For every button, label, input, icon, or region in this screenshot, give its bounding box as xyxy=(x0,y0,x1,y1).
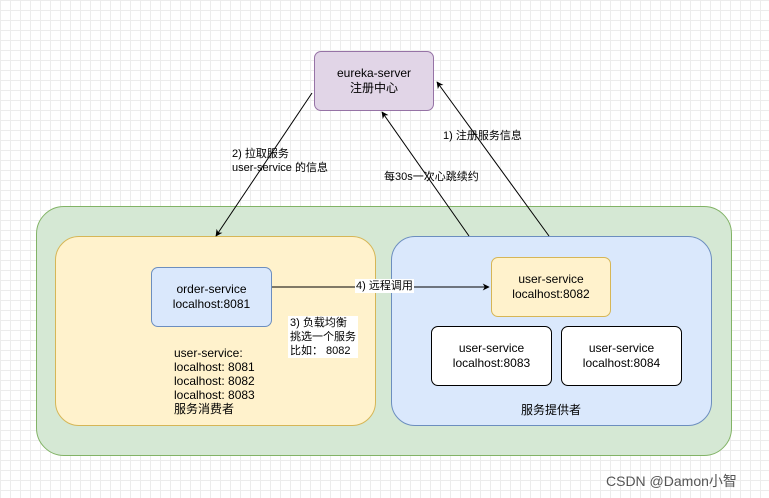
eureka-server-role: 注册中心 xyxy=(349,81,398,95)
load-balance-line3: 比如： 8082 xyxy=(290,345,351,357)
load-balance-label: 3) 负载均衡 挑选一个服务 比如： 8082 xyxy=(288,316,358,358)
load-balance-line2: 挑选一个服务 xyxy=(290,331,356,343)
register-arrow xyxy=(436,81,550,237)
eureka-server-node[interactable]: eureka-server 注册中心 xyxy=(314,51,434,111)
heartbeat-label: 每30s一次心跳续约 xyxy=(384,171,479,183)
provider-group-label: 服务提供者 xyxy=(521,403,582,417)
user-service-8082-address: localhost:8082 xyxy=(512,287,590,301)
pull-label-line2: user-service 的信息 xyxy=(232,162,328,174)
user-service-8082-name: user-service xyxy=(518,272,584,286)
order-service-name: order-service xyxy=(176,282,247,296)
user-service-8084-node[interactable]: user-service localhost:8084 xyxy=(561,326,682,386)
csdn-watermark: CSDN @Damon小智 xyxy=(606,473,737,489)
user-service-8084-address: localhost:8084 xyxy=(582,356,661,370)
user-service-8083-node[interactable]: user-service localhost:8083 xyxy=(431,326,552,386)
consumer-cache-line2: localhost: 8081 xyxy=(174,360,255,374)
user-service-8083-name: user-service xyxy=(458,341,525,355)
user-service-8082-node[interactable]: user-service localhost:8082 xyxy=(491,257,611,317)
eureka-server-name: eureka-server xyxy=(336,66,412,80)
heartbeat-arrow xyxy=(381,111,470,237)
consumer-cache-list: user-service: localhost: 8081 localhost:… xyxy=(174,346,255,416)
consumer-cache-line1: user-service: xyxy=(174,346,243,360)
user-service-8084-name: user-service xyxy=(588,341,655,355)
order-service-node[interactable]: order-service localhost:8081 xyxy=(151,267,272,327)
order-service-address: localhost:8081 xyxy=(172,297,251,311)
consumer-cache-line3: localhost: 8082 xyxy=(174,374,255,388)
consumer-cache-line4: localhost: 8083 xyxy=(174,388,255,402)
load-balance-line1: 3) 负载均衡 xyxy=(290,317,347,329)
remote-call-label: 4) 远程调用 xyxy=(355,279,414,293)
pull-label: 2) 拉取服务 user-service 的信息 xyxy=(232,147,328,175)
pull-arrow xyxy=(215,92,313,237)
consumer-group-label: 服务消费者 xyxy=(174,402,235,416)
pull-label-line1: 2) 拉取服务 xyxy=(232,148,289,160)
register-label: 1) 注册服务信息 xyxy=(443,130,522,142)
user-service-8083-address: localhost:8083 xyxy=(452,356,531,370)
